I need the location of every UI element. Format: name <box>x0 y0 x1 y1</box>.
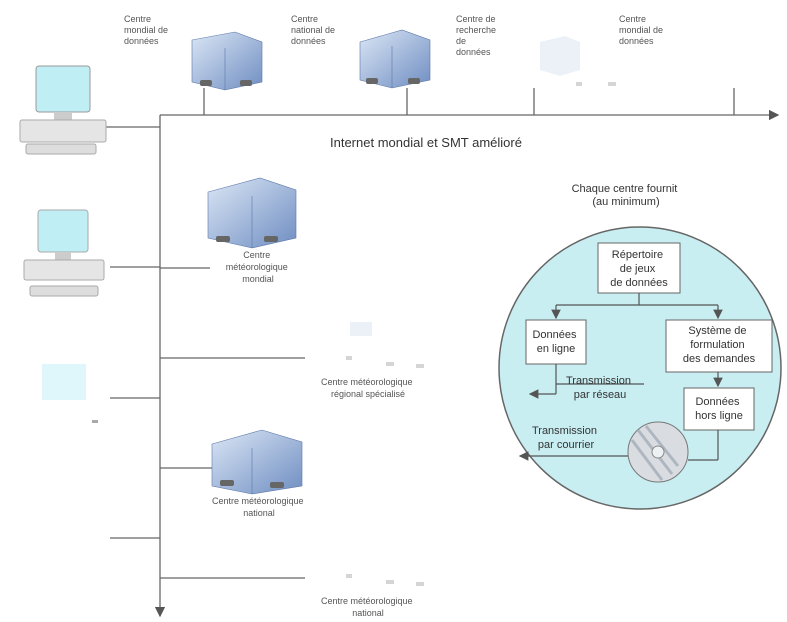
computer-icon-3-faded <box>42 364 98 423</box>
centre-circle-background <box>498 226 782 510</box>
request-system-box <box>665 319 773 373</box>
left-centre-1-label: Centre météorologique mondial <box>226 250 291 284</box>
mail-transmission-text: Transmission par courrier <box>532 425 600 451</box>
each-centre-heading: Chaque centre fournit (au minimum) <box>572 183 681 208</box>
faded-building-icon <box>540 36 616 86</box>
online-data-text: Données en ligne <box>532 329 579 355</box>
top-centre-4-label: Centre mondial de données <box>619 14 666 46</box>
mail-transmission-arrow <box>518 430 719 461</box>
offline-data-box <box>683 387 755 431</box>
network-transmission-text: Transmission par réseau <box>566 375 634 401</box>
building-icon <box>211 429 303 495</box>
network-lines <box>100 88 780 618</box>
left-centre-1: Centre météorologique mondial <box>207 177 297 284</box>
request-system-text: Système de formulation des demandes <box>683 325 756 365</box>
building-icon <box>359 29 431 89</box>
top-centre-2-label: Centre national de données <box>291 14 338 46</box>
building-icon <box>191 31 263 91</box>
offline-data-text: Données hors ligne <box>695 396 743 422</box>
left-centre-3: Centre météorologique national <box>211 429 306 518</box>
left-centre-3-label: Centre météorologique national <box>212 496 306 518</box>
top-centre-2: Centre national de données <box>291 14 431 89</box>
online-data-box <box>525 319 587 365</box>
each-centre-circle: Répertoire de jeux de données Données en… <box>498 226 782 510</box>
catalog-text: Répertoire de jeux de données <box>610 249 668 289</box>
faded-building-icon <box>346 322 424 368</box>
top-centre-1: Centre mondial de données <box>124 14 263 91</box>
network-transmission-arrow <box>528 364 644 399</box>
top-centre-4: Centre mondial de données <box>540 14 666 86</box>
faded-building-icon <box>346 574 424 586</box>
building-icon <box>207 177 297 249</box>
data-disc-icon <box>627 421 689 483</box>
left-centre-4: Centre météorologique national <box>321 574 424 618</box>
catalog-branch-lines <box>551 293 723 320</box>
top-centre-3: Centre de recherche de données <box>456 14 499 57</box>
catalog-box <box>597 242 681 294</box>
network-label: Internet mondial et SMT amélioré <box>330 135 522 150</box>
computer-icon-2 <box>23 209 105 297</box>
top-centre-1-label: Centre mondial de données <box>124 14 171 46</box>
left-centre-4-label: Centre météorologique national <box>321 596 415 618</box>
top-centre-3-label: Centre de recherche de données <box>456 14 499 57</box>
computer-icon-1 <box>19 65 107 155</box>
left-centre-2-label: Centre météorologique régional spécialis… <box>321 377 415 399</box>
left-centre-2: Centre météorologique régional spécialis… <box>321 322 424 399</box>
